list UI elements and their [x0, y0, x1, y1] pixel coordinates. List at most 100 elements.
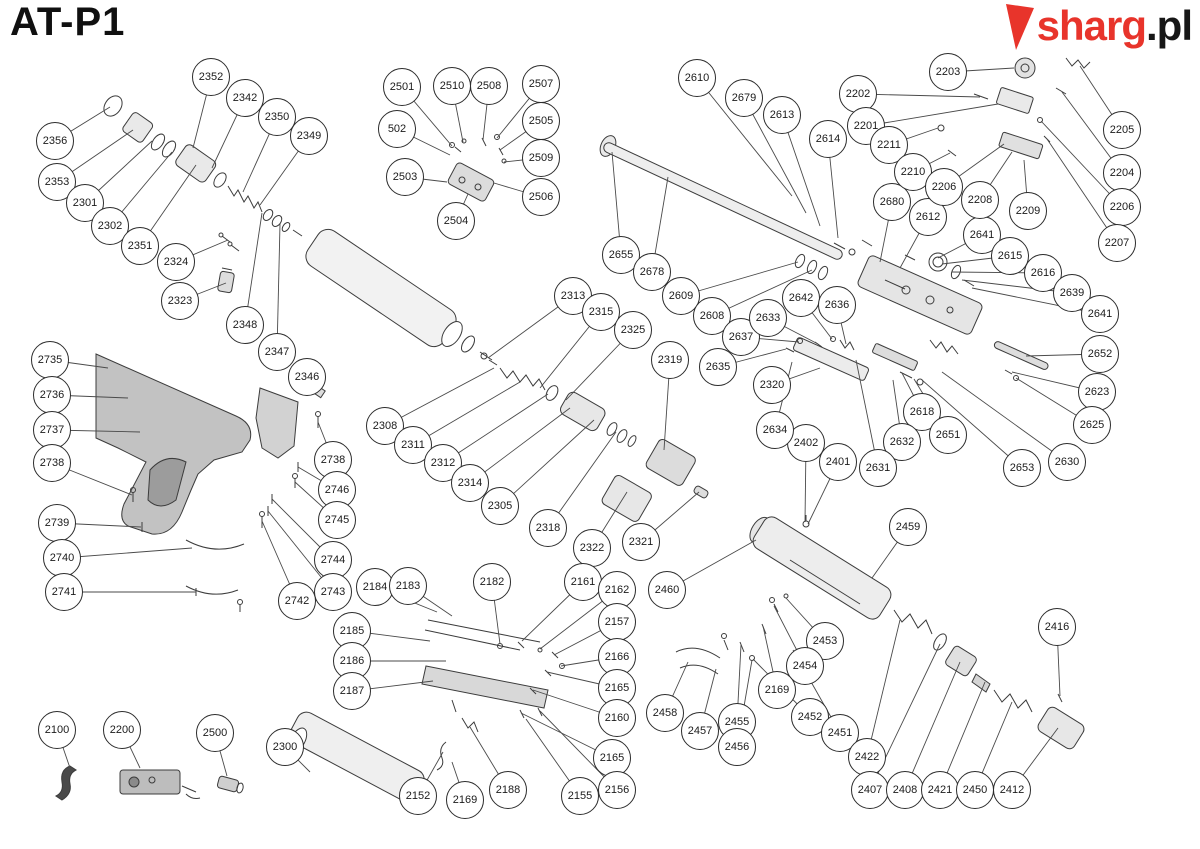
- part-balloon-2508[interactable]: 2508: [470, 67, 508, 105]
- part-balloon-2352[interactable]: 2352: [192, 58, 230, 96]
- part-balloon-2450[interactable]: 2450: [956, 771, 994, 809]
- part-balloon-2353[interactable]: 2353: [38, 163, 76, 201]
- part-balloon-2169[interactable]: 2169: [446, 781, 484, 819]
- part-balloon-2504[interactable]: 2504: [437, 202, 475, 240]
- part-balloon-2342[interactable]: 2342: [226, 79, 264, 117]
- part-balloon-2315[interactable]: 2315: [582, 293, 620, 331]
- part-balloon-2633[interactable]: 2633: [749, 299, 787, 337]
- part-balloon-2347[interactable]: 2347: [258, 333, 296, 371]
- part-balloon-2349[interactable]: 2349: [290, 117, 328, 155]
- part-balloon-2453[interactable]: 2453: [806, 622, 844, 660]
- part-balloon-2169[interactable]: 2169: [758, 671, 796, 709]
- part-balloon-2505[interactable]: 2505: [522, 102, 560, 140]
- part-balloon-2321[interactable]: 2321: [622, 523, 660, 561]
- part-balloon-2739[interactable]: 2739: [38, 504, 76, 542]
- part-balloon-2613[interactable]: 2613: [763, 96, 801, 134]
- brand-logo[interactable]: sharg.pl: [1004, 3, 1193, 52]
- part-balloon-2319[interactable]: 2319: [651, 341, 689, 379]
- part-balloon-2509[interactable]: 2509: [522, 139, 560, 177]
- part-balloon-2456[interactable]: 2456: [718, 728, 756, 766]
- part-balloon-2206[interactable]: 2206: [1103, 188, 1141, 226]
- part-balloon-2615[interactable]: 2615: [991, 237, 1029, 275]
- part-balloon-2208[interactable]: 2208: [961, 181, 999, 219]
- part-balloon-2652[interactable]: 2652: [1081, 335, 1119, 373]
- part-balloon-2653[interactable]: 2653: [1003, 449, 1041, 487]
- part-balloon-2356[interactable]: 2356: [36, 122, 74, 160]
- part-balloon-2454[interactable]: 2454: [786, 647, 824, 685]
- part-balloon-2318[interactable]: 2318: [529, 509, 567, 547]
- part-balloon-2679[interactable]: 2679: [725, 79, 763, 117]
- part-balloon-2501[interactable]: 2501: [383, 68, 421, 106]
- part-balloon-2457[interactable]: 2457: [681, 712, 719, 750]
- part-balloon-2642[interactable]: 2642: [782, 279, 820, 317]
- part-balloon-2630[interactable]: 2630: [1048, 443, 1086, 481]
- part-balloon-2203[interactable]: 2203: [929, 53, 967, 91]
- part-balloon-502[interactable]: 502: [378, 110, 416, 148]
- part-balloon-2100[interactable]: 2100: [38, 711, 76, 749]
- part-balloon-2745[interactable]: 2745: [318, 501, 356, 539]
- part-balloon-2165[interactable]: 2165: [593, 739, 631, 777]
- part-balloon-2346[interactable]: 2346: [288, 358, 326, 396]
- part-balloon-2209[interactable]: 2209: [1009, 192, 1047, 230]
- part-balloon-2610[interactable]: 2610: [678, 59, 716, 97]
- part-balloon-2651[interactable]: 2651: [929, 416, 967, 454]
- part-balloon-2325[interactable]: 2325: [614, 311, 652, 349]
- part-balloon-2741[interactable]: 2741: [45, 573, 83, 611]
- part-balloon-2206[interactable]: 2206: [925, 168, 963, 206]
- part-balloon-2202[interactable]: 2202: [839, 75, 877, 113]
- part-balloon-2421[interactable]: 2421: [921, 771, 959, 809]
- part-balloon-2320[interactable]: 2320: [753, 366, 791, 404]
- part-balloon-2305[interactable]: 2305: [481, 487, 519, 525]
- part-balloon-2161[interactable]: 2161: [564, 563, 602, 601]
- part-balloon-2412[interactable]: 2412: [993, 771, 1031, 809]
- part-balloon-2407[interactable]: 2407: [851, 771, 889, 809]
- part-balloon-2188[interactable]: 2188: [489, 771, 527, 809]
- part-balloon-2510[interactable]: 2510: [433, 67, 471, 105]
- part-balloon-2186[interactable]: 2186: [333, 642, 371, 680]
- part-balloon-2350[interactable]: 2350: [258, 98, 296, 136]
- part-balloon-2322[interactable]: 2322: [573, 529, 611, 567]
- part-balloon-2740[interactable]: 2740: [43, 539, 81, 577]
- part-balloon-2160[interactable]: 2160: [598, 699, 636, 737]
- part-balloon-2155[interactable]: 2155: [561, 777, 599, 815]
- part-balloon-2351[interactable]: 2351: [121, 227, 159, 265]
- part-balloon-2459[interactable]: 2459: [889, 508, 927, 546]
- part-balloon-2736[interactable]: 2736: [33, 376, 71, 414]
- part-balloon-2408[interactable]: 2408: [886, 771, 924, 809]
- part-balloon-2735[interactable]: 2735: [31, 341, 69, 379]
- part-balloon-2743[interactable]: 2743: [314, 573, 352, 611]
- part-balloon-2402[interactable]: 2402: [787, 424, 825, 462]
- part-balloon-2401[interactable]: 2401: [819, 443, 857, 481]
- part-balloon-2614[interactable]: 2614: [809, 120, 847, 158]
- part-balloon-2452[interactable]: 2452: [791, 698, 829, 736]
- part-balloon-2157[interactable]: 2157: [598, 603, 636, 641]
- part-balloon-2323[interactable]: 2323: [161, 282, 199, 320]
- part-balloon-2207[interactable]: 2207: [1098, 224, 1136, 262]
- part-balloon-2625[interactable]: 2625: [1073, 406, 1111, 444]
- part-balloon-2678[interactable]: 2678: [633, 253, 671, 291]
- part-balloon-2458[interactable]: 2458: [646, 694, 684, 732]
- part-balloon-2641[interactable]: 2641: [1081, 295, 1119, 333]
- part-balloon-2500[interactable]: 2500: [196, 714, 234, 752]
- part-balloon-2422[interactable]: 2422: [848, 738, 886, 776]
- part-balloon-2152[interactable]: 2152: [399, 777, 437, 815]
- part-balloon-2506[interactable]: 2506: [522, 178, 560, 216]
- part-balloon-2503[interactable]: 2503: [386, 158, 424, 196]
- part-balloon-2183[interactable]: 2183: [389, 567, 427, 605]
- part-balloon-2162[interactable]: 2162: [598, 571, 636, 609]
- part-balloon-2182[interactable]: 2182: [473, 563, 511, 601]
- part-balloon-2631[interactable]: 2631: [859, 449, 897, 487]
- part-balloon-2416[interactable]: 2416: [1038, 608, 1076, 646]
- part-balloon-2623[interactable]: 2623: [1078, 373, 1116, 411]
- part-balloon-2324[interactable]: 2324: [157, 243, 195, 281]
- part-balloon-2204[interactable]: 2204: [1103, 154, 1141, 192]
- part-balloon-2737[interactable]: 2737: [33, 411, 71, 449]
- part-balloon-2634[interactable]: 2634: [756, 411, 794, 449]
- part-balloon-2156[interactable]: 2156: [598, 771, 636, 809]
- part-balloon-2348[interactable]: 2348: [226, 306, 264, 344]
- part-balloon-2635[interactable]: 2635: [699, 348, 737, 386]
- part-balloon-2205[interactable]: 2205: [1103, 111, 1141, 149]
- part-balloon-2744[interactable]: 2744: [314, 541, 352, 579]
- part-balloon-2300[interactable]: 2300: [266, 728, 304, 766]
- part-balloon-2507[interactable]: 2507: [522, 65, 560, 103]
